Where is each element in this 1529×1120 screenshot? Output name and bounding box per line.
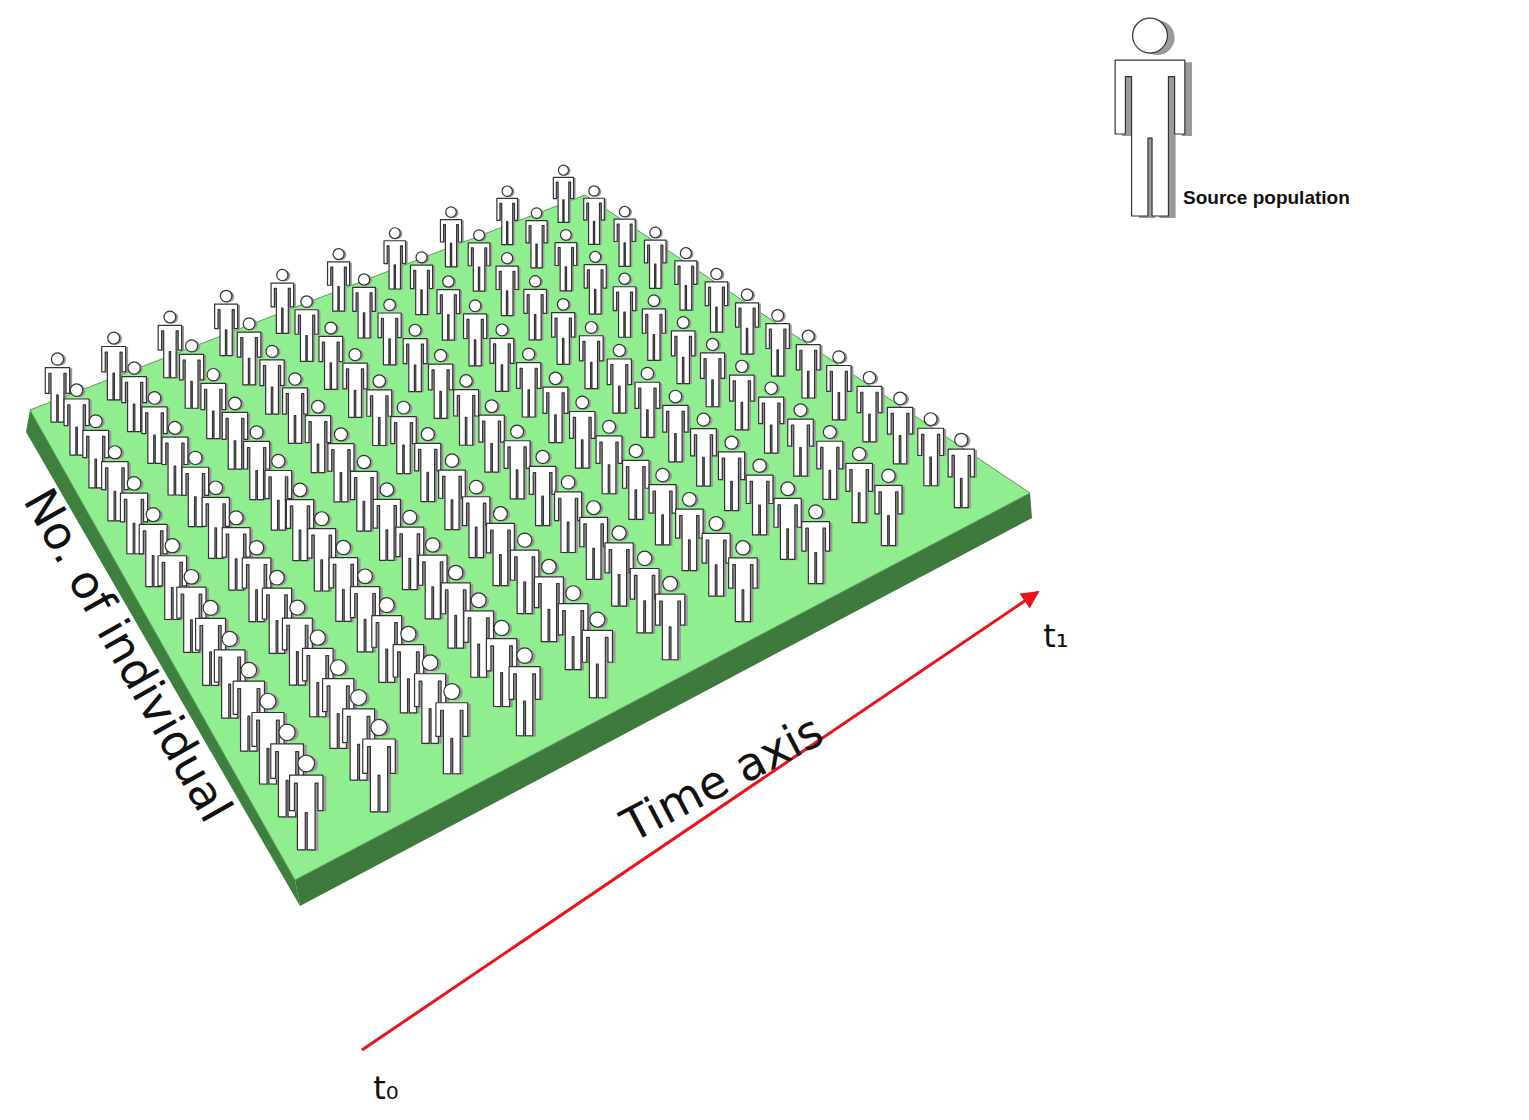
legend-label: Source population xyxy=(1183,187,1350,209)
person-figure xyxy=(319,322,345,390)
person-figure xyxy=(759,382,787,454)
person-figure xyxy=(490,324,516,392)
person-figure xyxy=(440,207,463,268)
person-figure xyxy=(497,186,520,245)
person-figure xyxy=(468,230,492,292)
person-figure xyxy=(271,269,296,334)
person-figure xyxy=(718,436,747,511)
person-figure xyxy=(796,330,822,398)
person-figure xyxy=(403,324,429,392)
person-figure xyxy=(676,492,706,571)
person-figure xyxy=(479,400,507,473)
person-figure xyxy=(596,420,625,494)
person-figure xyxy=(774,482,804,560)
person-figure xyxy=(437,276,462,341)
person-figure xyxy=(363,719,399,812)
person-figure xyxy=(555,230,579,292)
person-figure xyxy=(875,469,905,546)
person-figure xyxy=(736,289,761,355)
time-point-label: t₀ xyxy=(373,1072,398,1104)
person-figure xyxy=(663,390,691,462)
person-figure xyxy=(705,268,730,333)
person-figure xyxy=(729,541,761,623)
person-figure xyxy=(623,444,652,520)
person-figure xyxy=(766,310,792,377)
person-figure xyxy=(730,360,757,430)
person-figure xyxy=(570,396,598,469)
person-figure xyxy=(524,276,549,341)
person-figure xyxy=(378,299,404,365)
time-point-label: t₁ xyxy=(1043,620,1068,652)
person-figure xyxy=(552,299,578,365)
person-figure xyxy=(827,351,854,421)
person-figure xyxy=(635,367,662,438)
person-figure xyxy=(328,249,352,312)
person-figure xyxy=(675,248,699,311)
person-figure xyxy=(436,684,471,775)
axis-label: Time axis xyxy=(614,707,830,849)
person-figure xyxy=(543,372,570,443)
person-figure xyxy=(526,208,549,269)
person-figure xyxy=(411,252,435,315)
person-figure xyxy=(464,300,490,367)
person-figure xyxy=(509,648,543,737)
person-figure xyxy=(802,505,833,585)
person-figure xyxy=(655,576,687,660)
person-figure xyxy=(517,348,544,418)
legend-person-icon xyxy=(1115,18,1192,218)
person-figure xyxy=(817,426,846,501)
person-figure xyxy=(504,425,533,500)
person-figure xyxy=(918,413,946,487)
person-figure xyxy=(367,375,394,446)
person-figure xyxy=(788,404,816,477)
person-figure xyxy=(642,295,667,361)
person-figure xyxy=(353,274,378,339)
person-figure xyxy=(887,392,915,464)
person-figure xyxy=(579,321,605,389)
person-figure xyxy=(700,338,727,407)
person-figure xyxy=(428,349,455,419)
person-figure xyxy=(614,206,637,267)
person-figure xyxy=(746,459,776,536)
person-figure xyxy=(553,165,575,223)
person-figure xyxy=(584,251,608,314)
person-figure xyxy=(948,433,977,508)
person-figure xyxy=(496,253,520,317)
time-arrow xyxy=(362,592,1038,1050)
legend-entry: Source population xyxy=(1125,8,1350,213)
person-figure xyxy=(343,349,370,419)
person-figure xyxy=(671,317,697,385)
person-figure xyxy=(691,413,719,487)
person-figure xyxy=(846,447,875,523)
person-figure xyxy=(607,344,634,413)
person-figure xyxy=(290,755,327,851)
person-figure xyxy=(649,468,679,545)
legend-icon-space xyxy=(1125,8,1169,213)
person-figure xyxy=(613,273,638,338)
person-figure xyxy=(295,296,320,362)
person-figure xyxy=(582,612,615,699)
person-figure xyxy=(584,186,607,245)
person-figure xyxy=(644,227,668,289)
person-figure xyxy=(857,371,884,442)
person-figure xyxy=(215,290,240,356)
person-figure xyxy=(384,228,408,290)
person-figure xyxy=(454,375,481,446)
